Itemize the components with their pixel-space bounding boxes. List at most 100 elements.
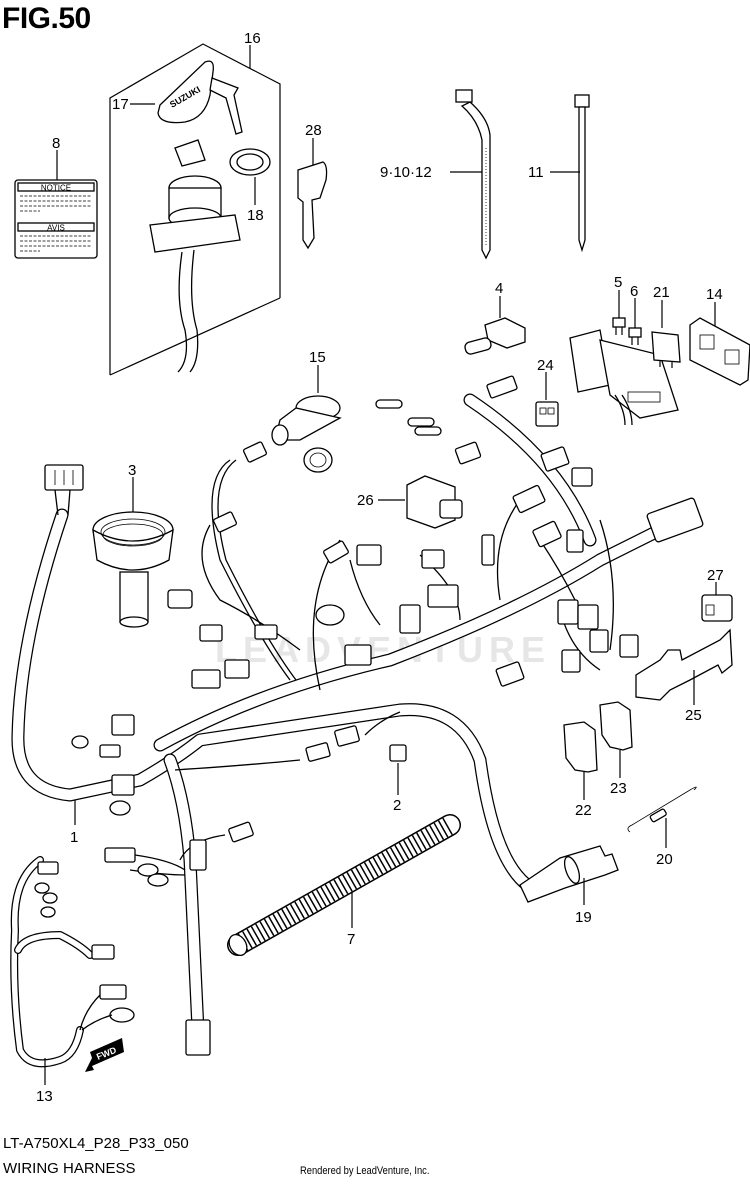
- connector[interactable]: [557, 599, 579, 625]
- connector[interactable]: [91, 944, 115, 960]
- connector[interactable]: [486, 375, 518, 399]
- bullet-terminal[interactable]: [71, 735, 89, 749]
- connector[interactable]: [399, 604, 421, 634]
- relay-26[interactable]: [378, 475, 463, 529]
- socket-cover[interactable]: [92, 477, 174, 628]
- connector[interactable]: [427, 584, 459, 608]
- bullet-terminal[interactable]: [109, 800, 131, 816]
- connector[interactable]: [571, 467, 593, 487]
- connector[interactable]: [532, 520, 562, 548]
- connector-22[interactable]: [563, 721, 598, 800]
- bullet-terminal[interactable]: [147, 873, 169, 887]
- connector[interactable]: [99, 744, 121, 758]
- switch-nut[interactable]: [229, 148, 271, 205]
- connector[interactable]: [454, 441, 482, 465]
- corrugated-tube[interactable]: [226, 814, 461, 959]
- bullet-terminal[interactable]: [109, 1007, 135, 1023]
- connector[interactable]: [199, 624, 223, 642]
- connector[interactable]: [512, 484, 546, 514]
- notice-decal[interactable]: NOTICE AVIS: [14, 150, 98, 259]
- cable-clamp[interactable]: [450, 89, 491, 260]
- accessory-socket[interactable]: [271, 365, 342, 473]
- connector[interactable]: [228, 821, 254, 843]
- fuse-6[interactable]: [628, 298, 642, 345]
- forward-direction-arrow: FWD: [85, 1038, 124, 1072]
- callout-5: 5: [614, 274, 622, 291]
- decal-header-avis: AVIS: [47, 224, 65, 233]
- multi-pin-connector[interactable]: [646, 497, 704, 543]
- render-credit: Rendered by LeadVenture, Inc.: [300, 1165, 430, 1177]
- connector[interactable]: [495, 661, 525, 687]
- bullet-terminal[interactable]: [375, 399, 403, 409]
- ignition-switch-assy[interactable]: SUZUKI: [109, 43, 281, 376]
- harness-connectors: [71, 375, 704, 1056]
- callout-labels: 16 17 8 18 28 9·10·12 11 4 5 6 21 14 24 …: [36, 30, 724, 1105]
- callout-15: 15: [309, 349, 326, 366]
- connector-24[interactable]: [535, 372, 559, 427]
- connector[interactable]: [577, 604, 599, 630]
- connector-23[interactable]: [599, 701, 633, 778]
- connector[interactable]: [481, 534, 495, 566]
- callout-9-10-12: 9·10·12: [380, 164, 432, 181]
- bullet-terminal[interactable]: [34, 882, 50, 894]
- bullet-terminal[interactable]: [414, 426, 442, 436]
- bullet-terminal[interactable]: [137, 863, 159, 877]
- connector[interactable]: [561, 649, 581, 673]
- callout-1: 1: [70, 829, 78, 846]
- connector[interactable]: [334, 725, 360, 747]
- diagram-title: WIRING HARNESS: [3, 1160, 136, 1177]
- connector[interactable]: [167, 589, 193, 609]
- connector[interactable]: [37, 861, 59, 875]
- callout-28: 28: [305, 122, 322, 139]
- key-cap[interactable]: SUZUKI: [130, 60, 243, 135]
- ignition-switch[interactable]: [149, 139, 241, 373]
- connector[interactable]: [191, 669, 221, 689]
- callout-27: 27: [707, 567, 724, 584]
- key-blank[interactable]: [297, 138, 328, 250]
- callout-6: 6: [630, 283, 638, 300]
- callout-17: 17: [112, 96, 129, 113]
- connector[interactable]: [212, 511, 238, 533]
- connector[interactable]: [99, 984, 127, 1000]
- sub-harness[interactable]: [10, 856, 135, 1085]
- bullet-terminal[interactable]: [407, 417, 435, 427]
- connector[interactable]: [242, 441, 268, 463]
- callout-4: 4: [495, 280, 503, 297]
- relay-21[interactable]: [651, 300, 681, 368]
- bracket-25[interactable]: [635, 628, 733, 705]
- connector-27[interactable]: [701, 582, 733, 622]
- connector[interactable]: [421, 549, 445, 569]
- callout-7: 7: [347, 931, 355, 948]
- connector[interactable]: [356, 544, 382, 566]
- assy-outline: [109, 43, 281, 375]
- bullet-terminal[interactable]: [40, 906, 56, 918]
- callout-20: 20: [656, 851, 673, 868]
- decal-header-notice: NOTICE: [41, 184, 71, 193]
- cable-tie[interactable]: [550, 94, 590, 253]
- terminal-cover[interactable]: [464, 296, 526, 355]
- round-connector[interactable]: [315, 604, 345, 626]
- connector[interactable]: [305, 742, 331, 762]
- fuse-5[interactable]: [612, 290, 626, 335]
- callout-23: 23: [610, 780, 627, 797]
- spring[interactable]: [627, 786, 697, 848]
- connector[interactable]: [104, 847, 136, 863]
- connector[interactable]: [189, 839, 207, 871]
- connector[interactable]: [540, 446, 570, 472]
- callout-19: 19: [575, 909, 592, 926]
- fuse-box-bracket[interactable]: [689, 302, 750, 386]
- connector[interactable]: [111, 714, 135, 736]
- connector[interactable]: [619, 634, 639, 658]
- connector[interactable]: [185, 1019, 211, 1056]
- connector-cap[interactable]: [389, 744, 407, 795]
- connector[interactable]: [589, 629, 609, 653]
- connector[interactable]: [111, 774, 135, 796]
- bullet-terminal[interactable]: [42, 892, 58, 904]
- connector[interactable]: [254, 624, 278, 640]
- sensor[interactable]: [519, 845, 619, 905]
- connector[interactable]: [344, 644, 372, 666]
- connector[interactable]: [566, 529, 584, 553]
- connector[interactable]: [323, 540, 349, 564]
- connector[interactable]: [224, 659, 250, 679]
